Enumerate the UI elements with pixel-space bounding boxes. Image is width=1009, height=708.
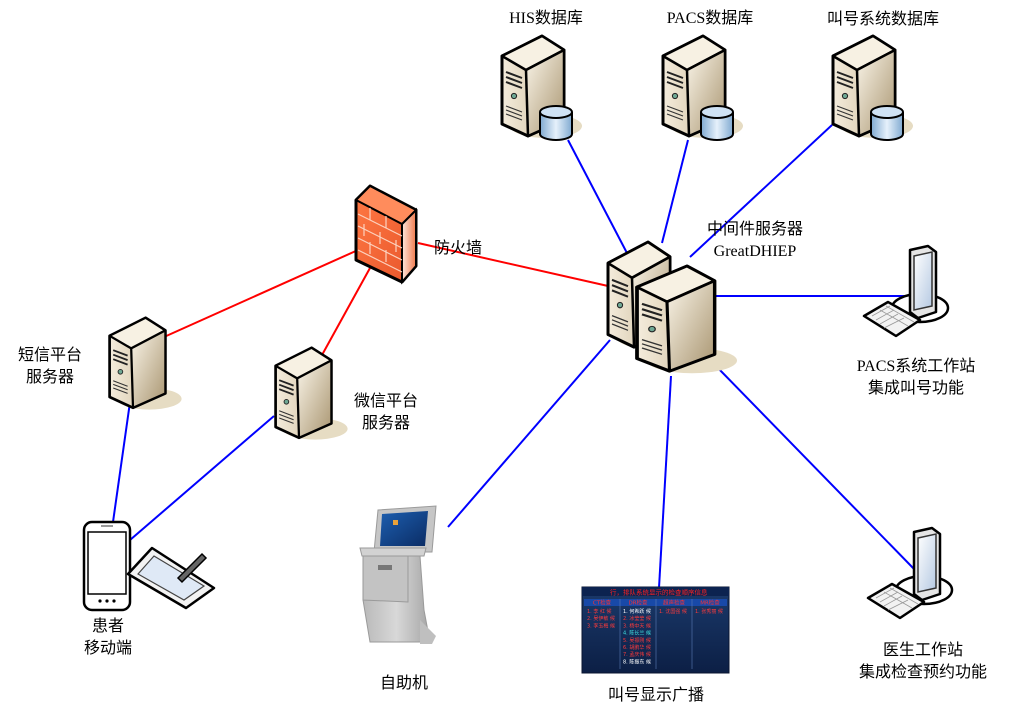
display-column-header: MR检查 bbox=[700, 599, 720, 607]
link-his-db-to-middleware bbox=[567, 139, 629, 256]
link-firewall-to-middleware bbox=[417, 242, 609, 287]
pacs-workstation-icon bbox=[862, 244, 950, 338]
pacs-ws-label: PACS系统工作站 集成叫号功能 bbox=[836, 356, 996, 400]
sms-label: 短信平台 服务器 bbox=[8, 344, 92, 388]
display-queue-entry: 1. 李 红 候 bbox=[587, 608, 612, 615]
database-icon bbox=[870, 105, 904, 141]
link-middleware-to-doctor-ws bbox=[715, 365, 916, 571]
middleware-label: 中间件服务器 GreatDHIEP bbox=[690, 219, 820, 263]
display-queue-entry: 3. 杨中天 候 bbox=[623, 622, 651, 629]
wechat-label-line2: 服务器 bbox=[361, 413, 410, 432]
display-column-header: 超声检查 bbox=[663, 599, 686, 607]
display-queue-entry: 1. 沈国强 候 bbox=[659, 608, 687, 615]
patient-label: 患者 移动端 bbox=[72, 615, 144, 659]
wechat-platform-server bbox=[274, 346, 349, 441]
pacs-ws-label-line1: PACS系统工作站 bbox=[856, 358, 976, 375]
display-queue-entry: 1. 何希跃 候 bbox=[623, 608, 651, 615]
his-database-server bbox=[500, 34, 584, 141]
link-firewall-to-wechat bbox=[321, 267, 371, 356]
display-queue-entry: 7. 孟庆伟 候 bbox=[623, 651, 651, 658]
display-queue-entry: 2. 冰莹莹 候 bbox=[623, 615, 651, 622]
link-firewall-to-sms bbox=[163, 249, 359, 338]
doctor-workstation-icon bbox=[866, 526, 954, 620]
queue-db-label: 叫号系统数据库 bbox=[826, 9, 939, 28]
display-column-header: CT检查 bbox=[593, 599, 612, 607]
wechat-label: 微信平台 服务器 bbox=[344, 390, 428, 434]
doctor-ws-label-line1: 医生工作站 bbox=[882, 640, 963, 659]
sms-label-line1: 短信平台 bbox=[17, 345, 82, 364]
patient-mobile-icon bbox=[82, 520, 132, 612]
link-queue-db-to-middleware bbox=[689, 124, 833, 258]
display-queue-entry: 4. 陈长兰 候 bbox=[623, 630, 651, 637]
connection-lines bbox=[112, 124, 916, 589]
queue-database-server bbox=[831, 34, 915, 141]
middleware-label-line1: 中间件服务器 bbox=[706, 221, 803, 238]
his-db-label: HIS数据库 bbox=[509, 10, 583, 27]
sms-platform-server bbox=[108, 316, 183, 411]
firewall-icon bbox=[354, 184, 418, 285]
link-sms-to-patient bbox=[112, 387, 133, 523]
pacs-ws-label-line2: 集成叫号功能 bbox=[867, 380, 964, 397]
database-icon bbox=[539, 105, 573, 141]
display-header: 行，排队系统显示的检查顺序信息 bbox=[610, 588, 708, 597]
pacs-db-label: PACS数据库 bbox=[666, 10, 754, 27]
sms-label-line2: 服务器 bbox=[25, 367, 74, 386]
link-wechat-to-patient bbox=[129, 415, 275, 541]
server-icon bbox=[274, 346, 349, 441]
doctor-ws-label-line2: 集成检查预约功能 bbox=[858, 662, 987, 681]
tablet-pen-icon bbox=[126, 546, 216, 610]
middleware-label-line2: GreatDHIEP bbox=[713, 243, 797, 260]
display-column-header: DR检查 bbox=[628, 599, 648, 607]
display-queue-entry: 8. 陈振东 候 bbox=[623, 658, 651, 665]
server-icon bbox=[108, 316, 183, 411]
firewall-label: 防火墙 bbox=[433, 238, 482, 257]
display-queue-entry: 3. 李玉梅 候 bbox=[587, 622, 615, 629]
doctor-ws-label: 医生工作站 集成检查预约功能 bbox=[838, 639, 1008, 683]
link-middleware-to-display bbox=[658, 375, 672, 589]
link-middleware-to-kiosk bbox=[447, 339, 611, 528]
kiosk-label: 自助机 bbox=[379, 673, 428, 692]
link-pacs-db-to-middleware bbox=[661, 139, 689, 244]
display-queue-entry: 5. 吴振刚 候 bbox=[623, 637, 651, 644]
display-queue-entry: 1. 张秀丽 候 bbox=[695, 608, 723, 615]
display-queue-entry: 2. 吴伊敏 候 bbox=[587, 615, 615, 622]
pacs-database-server bbox=[661, 34, 745, 141]
kiosk-icon bbox=[359, 505, 437, 644]
display-label: 叫号显示广播 bbox=[607, 685, 704, 704]
display-queue-entry: 6. 胡鹏华 候 bbox=[623, 644, 651, 651]
database-icon bbox=[700, 105, 734, 141]
server-icon bbox=[635, 264, 739, 376]
patient-label-line2: 移动端 bbox=[83, 638, 132, 657]
patient-label-line1: 患者 bbox=[91, 616, 124, 635]
wechat-label-line1: 微信平台 bbox=[353, 391, 418, 410]
